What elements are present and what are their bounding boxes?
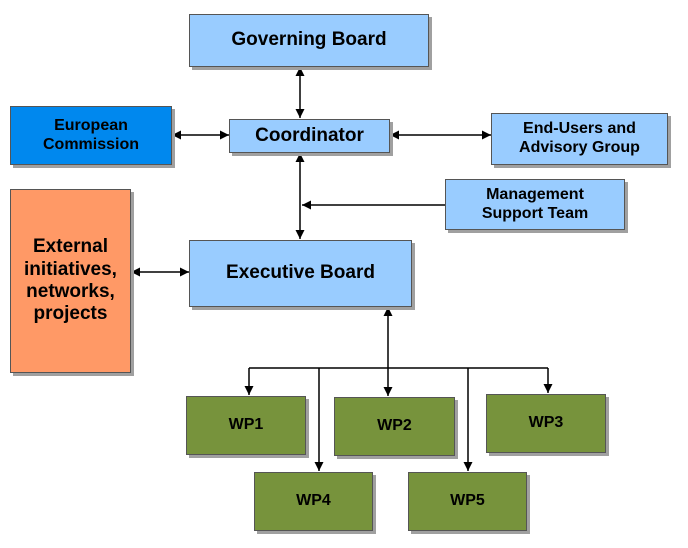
wp3-node: WP3 bbox=[486, 394, 606, 453]
governing-board-node: Governing Board bbox=[189, 14, 429, 67]
wp5-label: WP5 bbox=[450, 492, 485, 510]
wp2-label: WP2 bbox=[377, 417, 412, 435]
european-commission-node: European Commission bbox=[10, 106, 172, 165]
governing-board-label: Governing Board bbox=[231, 29, 387, 51]
end-users-advisory-label: End-Users and Advisory Group bbox=[519, 120, 640, 156]
european-commission-label: European Commission bbox=[42, 116, 139, 153]
executive-board-node: Executive Board bbox=[189, 240, 412, 307]
end-users-advisory-node: End-Users and Advisory Group bbox=[491, 113, 668, 165]
wp4-node: WP4 bbox=[254, 472, 373, 531]
external-initiatives-node: External initiatives, networks, projects bbox=[10, 189, 131, 373]
coordinator-node: Coordinator bbox=[229, 119, 390, 153]
wp2-node: WP2 bbox=[334, 397, 455, 456]
management-support-label: Management Support Team bbox=[481, 185, 589, 222]
wp1-node: WP1 bbox=[186, 396, 306, 455]
wp4-label: WP4 bbox=[296, 492, 331, 510]
coordinator-label: Coordinator bbox=[255, 124, 364, 146]
executive-board-label: Executive Board bbox=[226, 262, 375, 284]
management-support-node: Management Support Team bbox=[445, 179, 625, 230]
wp3-label: WP3 bbox=[528, 414, 564, 432]
wp5-node: WP5 bbox=[408, 472, 527, 531]
wp1-label: WP1 bbox=[228, 416, 264, 434]
external-initiatives-label: External initiatives, networks, projects bbox=[24, 236, 117, 325]
